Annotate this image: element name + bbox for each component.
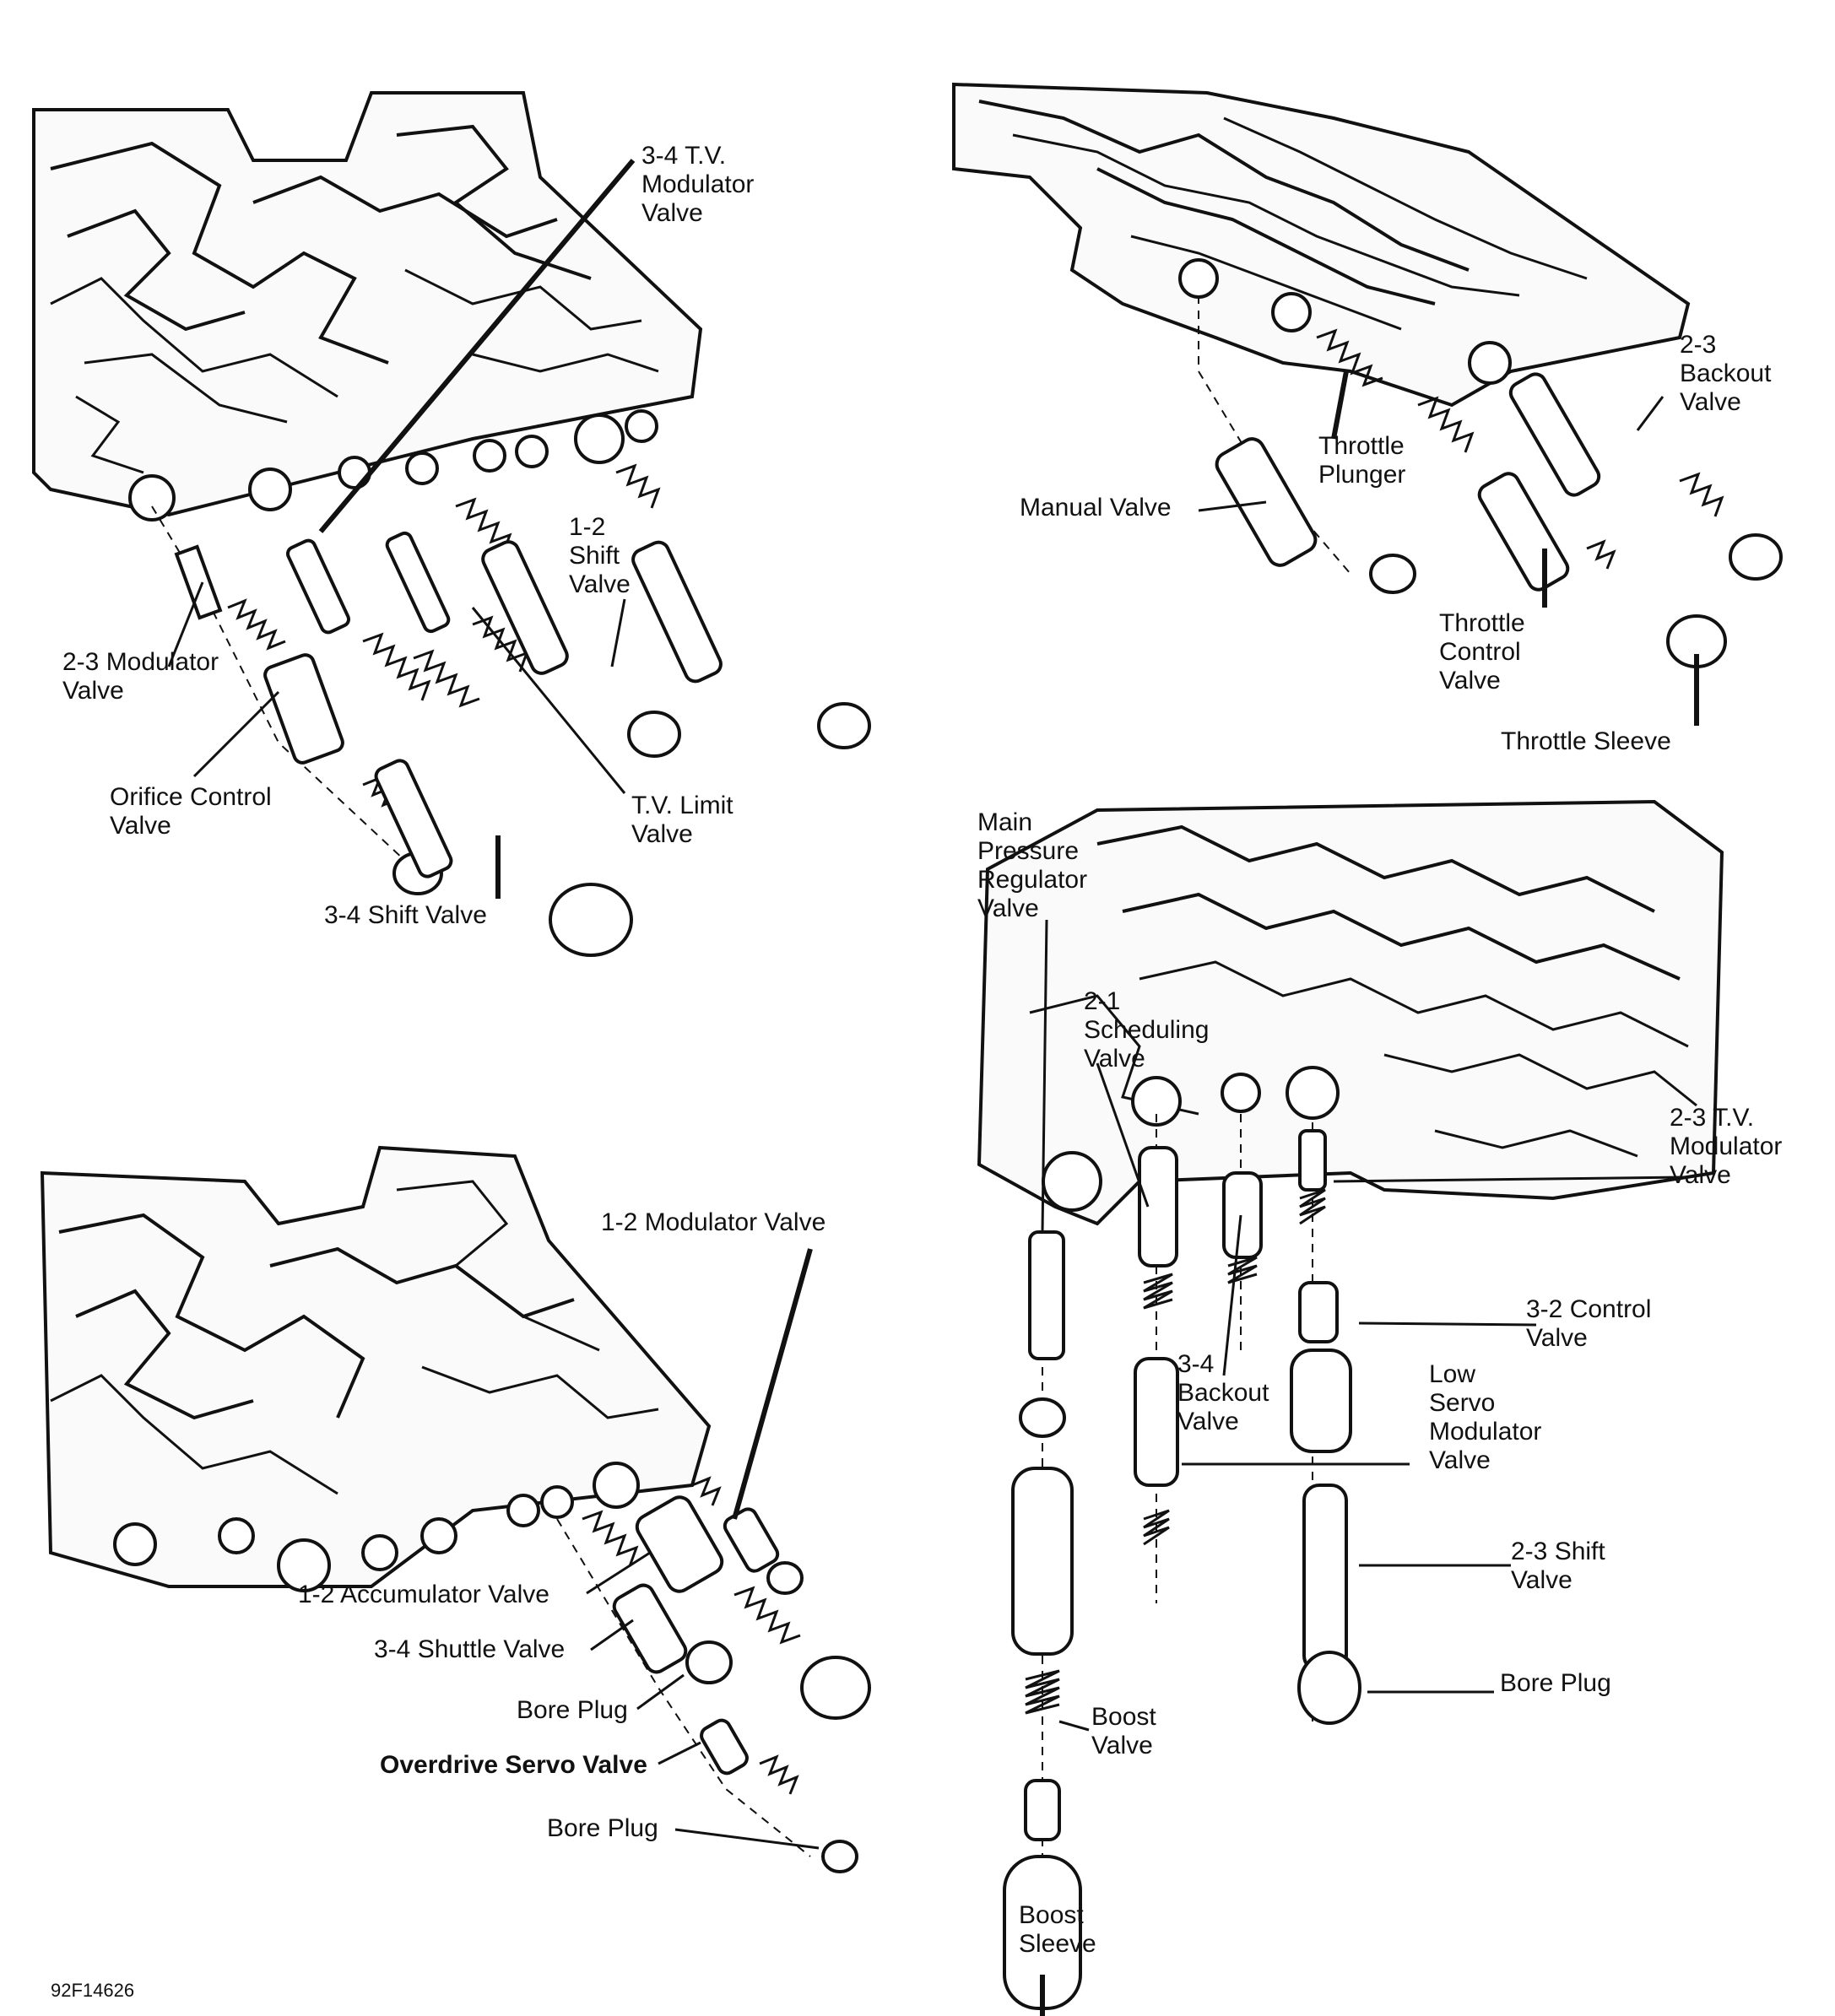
parts-bottom-right [1003,1114,1361,2010]
label-2-1-scheduling-valve: 2-1 Scheduling Valve [1084,987,1210,1073]
valve-body-bottom-left [40,1145,712,1592]
label-throttle-plunger: Throttle Plunger [1318,432,1406,489]
label-1-2-shift-valve: 1-2 Shift Valve [569,513,631,598]
label-boost-sleeve: Boost Sleeve [1019,1901,1096,1958]
label-manual-valve: Manual Valve [1020,494,1172,522]
label-bore-plug-b: Bore Plug [547,1814,658,1842]
parts-bottom-left [556,1476,871,1873]
parts-top-left [151,463,871,957]
label-tv-limit-valve: T.V. Limit Valve [631,792,733,848]
label-main-pressure-regulator-valve: Main Pressure Regulator Valve [977,808,1088,922]
valve-body-bottom-right [977,799,1724,1226]
label-low-servo-modulator-valve: Low Servo Modulator Valve [1429,1360,1542,1474]
label-overdrive-servo-valve: Overdrive Servo Valve [380,1751,647,1779]
label-throttle-sleeve: Throttle Sleeve [1501,727,1671,755]
label-3-2-control-valve: 3-2 Control Valve [1526,1295,1652,1352]
label-2-3-shift-valve: 2-3 Shift Valve [1511,1538,1605,1594]
label-3-4-shuttle-valve: 3-4 Shuttle Valve [374,1635,566,1663]
label-bore-plug-a: Bore Plug [517,1696,628,1724]
label-bore-plug-right: Bore Plug [1500,1669,1611,1697]
callout-lines [167,159,1699,2016]
label-throttle-control-valve: Throttle Control Valve [1439,609,1525,695]
label-3-4-tv-modulator-valve: 3-4 T.V. Modulator Valve [641,142,755,227]
label-3-4-backout-valve: 3-4 Backout Valve [1177,1350,1269,1435]
label-2-3-modulator-valve: 2-3 Modulator Valve [62,648,219,705]
label-2-3-tv-modulator-valve: 2-3 T.V. Modulator Valve [1670,1104,1783,1189]
valve-body-top-right [952,82,1691,408]
label-3-4-shift-valve: 3-4 Shift Valve [324,901,487,929]
figure-id: 92F14626 [51,1980,135,2001]
label-orifice-control-valve: Orifice Control Valve [110,783,272,840]
label-1-2-modulator-valve: 1-2 Modulator Valve [601,1208,826,1236]
valve-body-top-left [32,91,703,522]
label-1-2-accumulator-valve: 1-2 Accumulator Valve [298,1581,549,1608]
label-2-3-backout-valve: 2-3 Backout Valve [1680,331,1772,416]
label-boost-valve: Boost Valve [1091,1703,1156,1759]
